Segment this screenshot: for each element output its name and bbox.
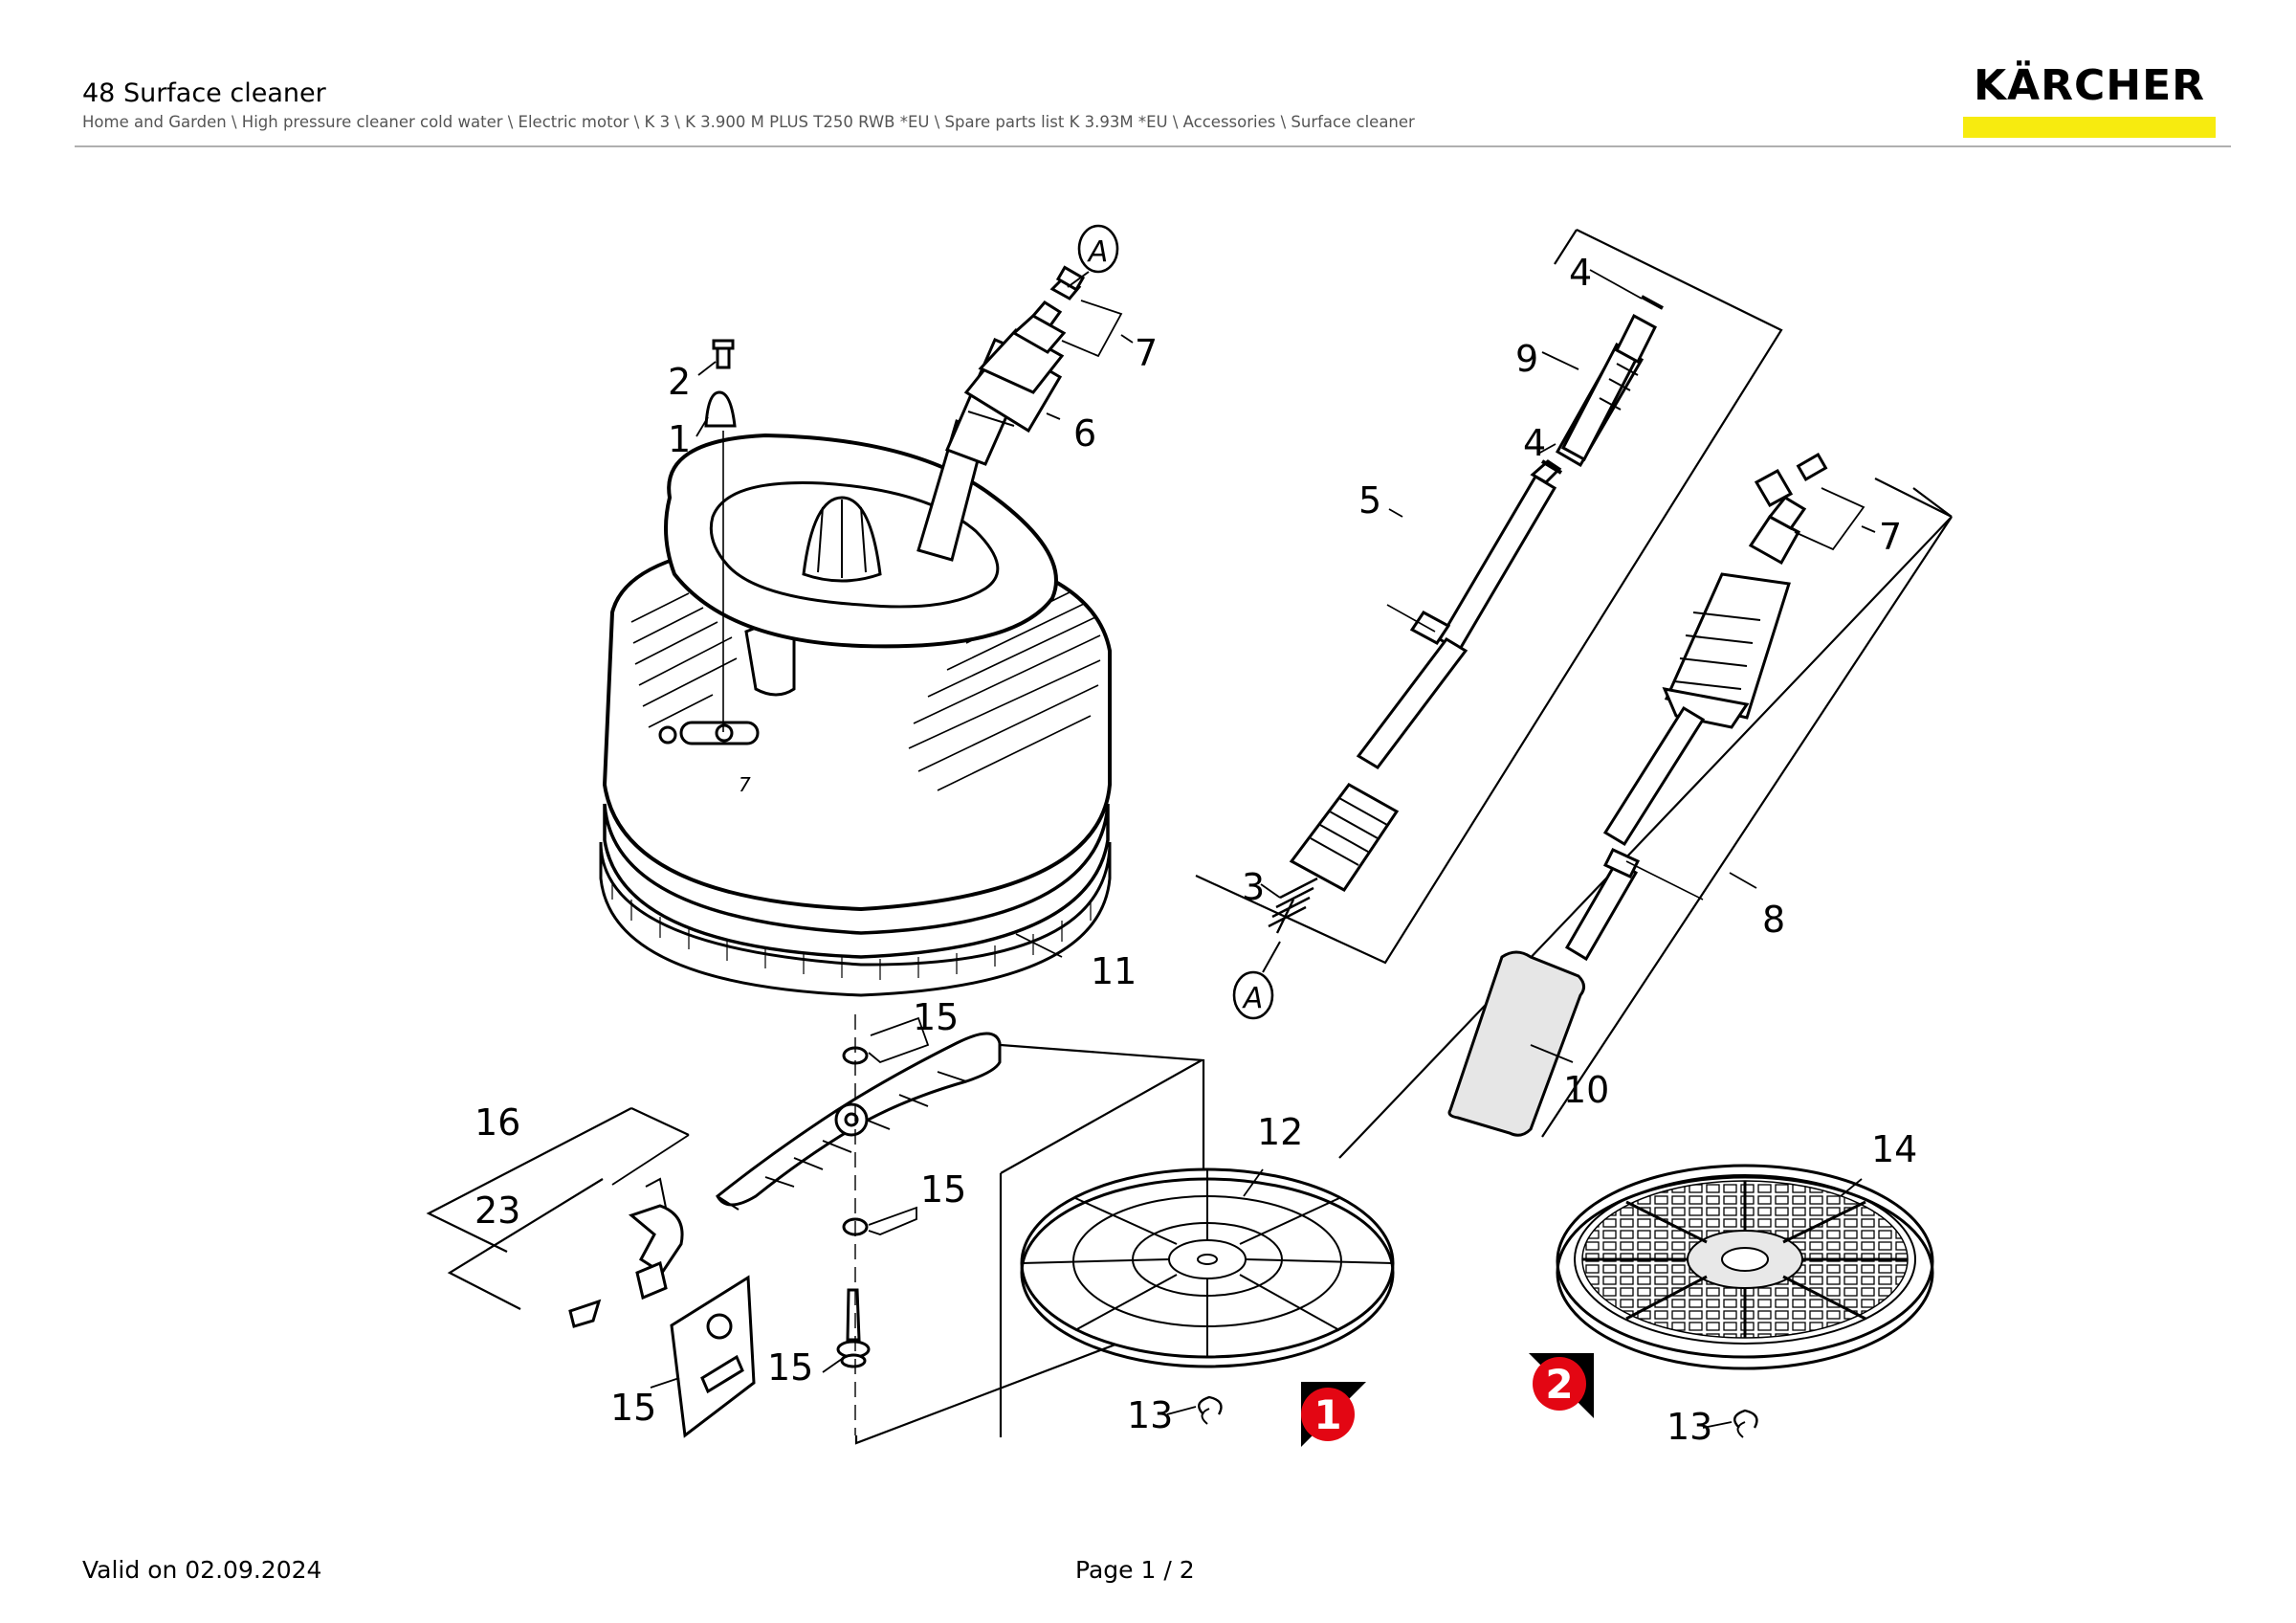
label-part-8: 8 <box>1762 899 1785 941</box>
label-part-15a: 15 <box>913 996 959 1038</box>
label-part-16: 16 <box>475 1101 520 1144</box>
label-part-13a: 13 <box>1127 1394 1173 1436</box>
leader-lines <box>611 269 1876 1429</box>
label-part-12: 12 <box>1257 1111 1303 1153</box>
variant-badge-1: 1 <box>1314 1391 1341 1438</box>
housing-assembly: 7 <box>599 265 1112 997</box>
logo-wordmark: KÄRCHER <box>1973 61 2206 110</box>
label-part-10: 10 <box>1563 1069 1609 1111</box>
karcher-logo: KÄRCHER <box>1963 61 2216 138</box>
label-part-4b: 4 <box>1523 422 1546 464</box>
breadcrumb: Home and Garden \ High pressure cleaner … <box>82 113 1415 131</box>
label-part-15d: 15 <box>610 1387 656 1429</box>
page-indicator: Page 1 / 2 <box>1075 1556 1195 1584</box>
label-part-14: 14 <box>1871 1128 1917 1170</box>
label-part-23: 23 <box>475 1189 520 1232</box>
header-divider <box>75 145 2231 147</box>
page-title: 48 Surface cleaner <box>82 78 326 108</box>
housing-mark: 7 <box>739 773 751 796</box>
label-part-15c: 15 <box>767 1346 813 1389</box>
extension-lance-group <box>1195 229 1783 965</box>
label-part-2: 2 <box>668 361 691 403</box>
rotor-arm-group <box>426 1014 1205 1445</box>
spray-gun-group <box>1338 453 1953 1159</box>
part-number-labels: 2 1 7 6 4 9 4 5 7 3 8 10 11 15 16 15 23 … <box>475 252 1917 1448</box>
valid-date: Valid on 02.09.2024 <box>82 1556 322 1584</box>
cap-and-screw <box>704 339 737 732</box>
label-part-7b: 7 <box>1879 516 1902 558</box>
reference-a-bottom: A <box>1232 941 1281 1020</box>
label-part-6: 6 <box>1073 412 1096 455</box>
svg-text:A: A <box>1087 235 1109 269</box>
label-part-9: 9 <box>1515 338 1538 380</box>
floor-plate-variant-1: 1 <box>999 1059 1395 1447</box>
label-part-15b: 15 <box>920 1168 966 1211</box>
svg-text:A: A <box>1242 982 1264 1015</box>
label-part-13b: 13 <box>1667 1406 1712 1448</box>
label-part-7a: 7 <box>1135 332 1158 374</box>
floor-plate-variant-2: 2 <box>1529 1164 1934 1438</box>
reference-a-top: A <box>1067 224 1119 288</box>
label-part-3: 3 <box>1242 866 1265 908</box>
logo-yellow-bar <box>1963 117 2216 138</box>
variant-badge-2: 2 <box>1545 1361 1573 1408</box>
label-part-11: 11 <box>1091 950 1137 992</box>
label-part-4a: 4 <box>1569 252 1592 294</box>
label-part-5: 5 <box>1358 479 1381 522</box>
label-part-1: 1 <box>668 418 691 460</box>
